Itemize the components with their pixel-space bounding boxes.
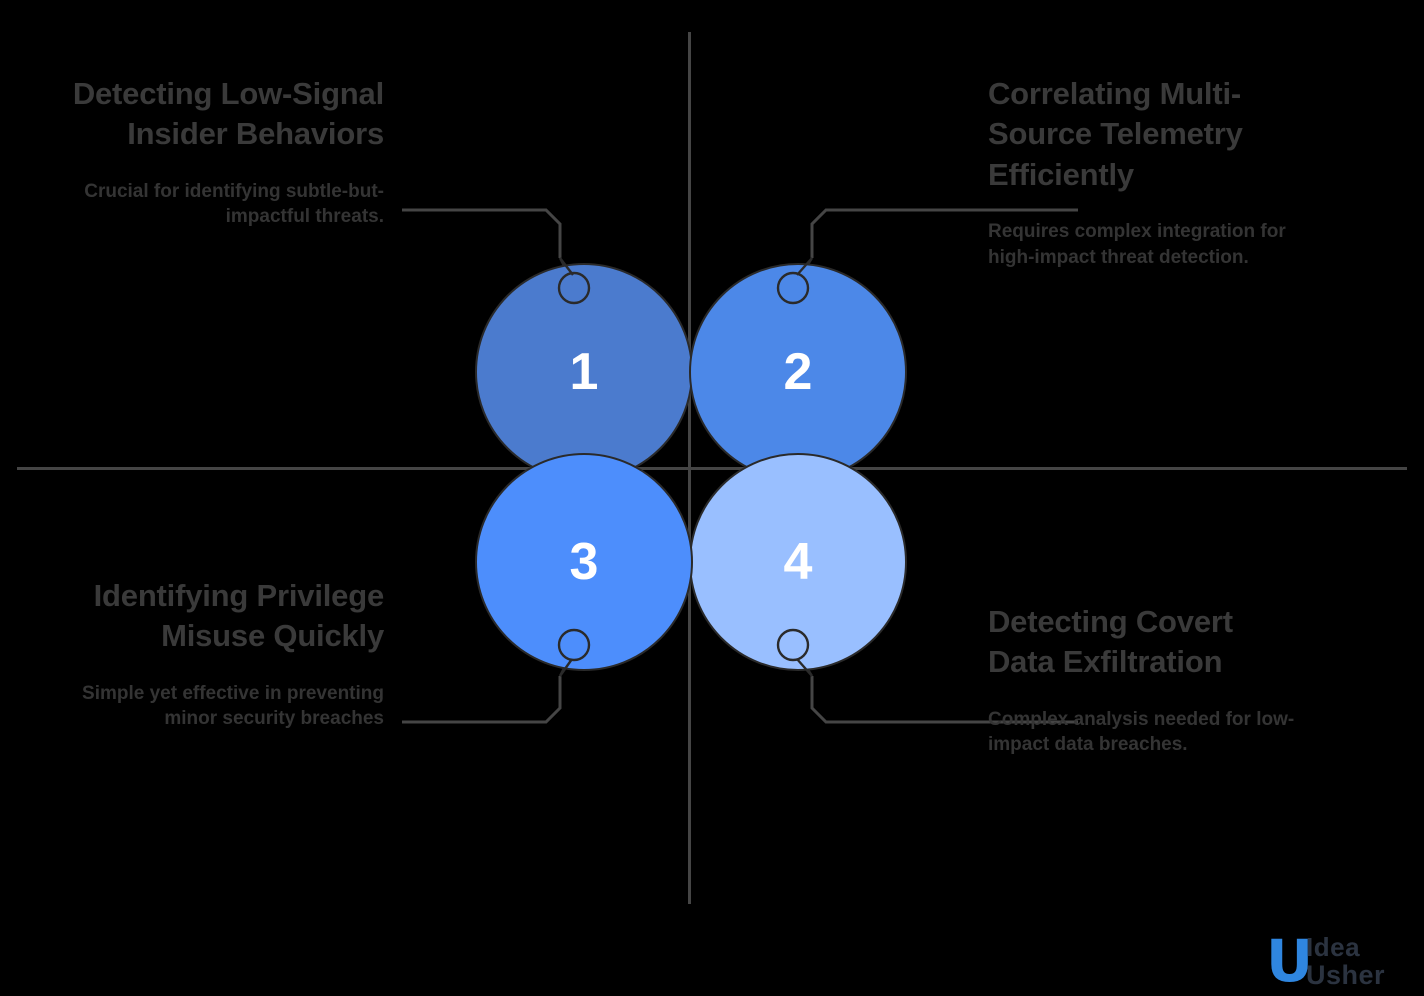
quadrant-block-top-left: Detecting Low-Signal Insider Behaviors C… <box>72 74 384 230</box>
circle-shape-3[interactable] <box>475 453 693 671</box>
watermark-logo: U Idea Usher <box>1260 920 1416 992</box>
quadrant-body-2: Requires complex integration for high-im… <box>988 220 1286 268</box>
circle-number-2: 2 <box>784 343 813 401</box>
quadrant-title-3: Identifying Privilege Misuse Quickly <box>93 578 385 654</box>
quadrant-block-bottom-right: Detecting Covert Data Exfiltration Compl… <box>988 602 1300 758</box>
watermark-u-mark: U <box>1266 927 1314 995</box>
circle-number-3: 3 <box>570 533 599 591</box>
circle-node-1[interactable]: 1 <box>475 263 693 481</box>
circle-number-4: 4 <box>784 533 813 591</box>
watermark-line-two: Usher <box>1306 960 1386 990</box>
circle-node-3[interactable]: 3 <box>475 453 693 671</box>
divider-horizontal <box>17 467 1407 470</box>
quadrant-body-4: Complex analysis needed for low-impact d… <box>988 708 1295 756</box>
watermark-line-one: Idea <box>1306 932 1361 962</box>
quadrant-block-top-right: Correlating Multi-Source Telemetry Effic… <box>988 74 1300 271</box>
quadrant-block-bottom-left: Identifying Privilege Misuse Quickly Sim… <box>72 576 384 732</box>
quadrant-title-1: Detecting Low-Signal Insider Behaviors <box>72 76 384 152</box>
quadrant-body-3: Simple yet effective in preventing minor… <box>82 682 384 730</box>
quadrant-title-2: Correlating Multi-Source Telemetry Effic… <box>988 76 1243 192</box>
quadrant-body-1: Crucial for identifying subtle-but-impac… <box>84 180 384 228</box>
circle-number-1: 1 <box>570 343 599 401</box>
circle-node-2[interactable]: 2 <box>689 263 907 481</box>
marker-overlays <box>557 257 813 677</box>
circle-node-4[interactable]: 4 <box>689 453 907 671</box>
quadrant-title-4: Detecting Covert Data Exfiltration <box>988 604 1233 680</box>
